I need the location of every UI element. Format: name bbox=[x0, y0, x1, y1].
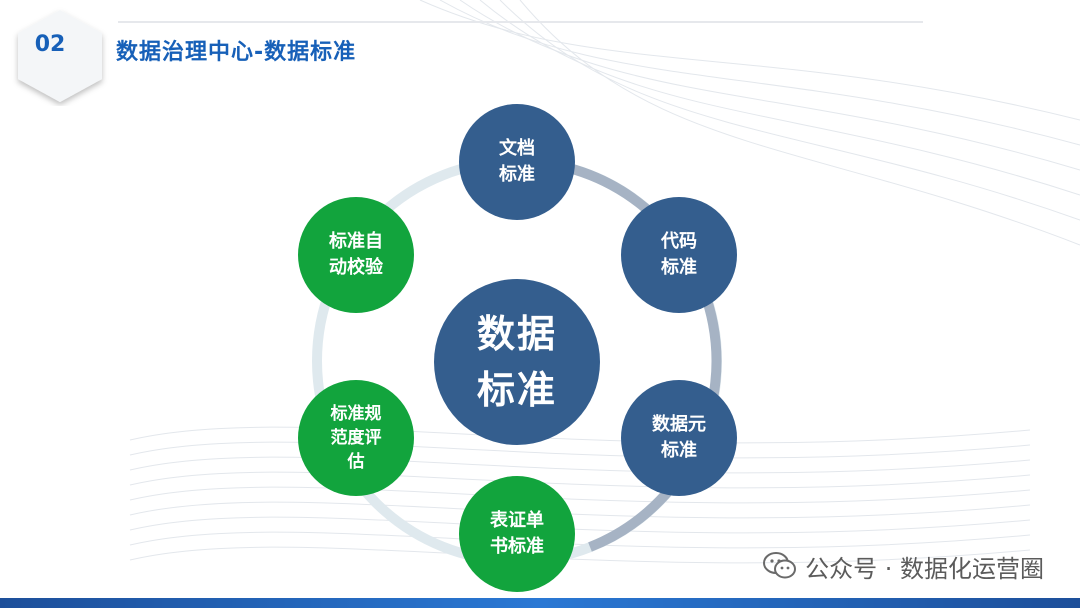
cycle-ring-blue-arc bbox=[516, 156, 722, 552]
node-label-line: 书标准 bbox=[490, 536, 544, 557]
center-label-line-2: 标准 bbox=[476, 368, 557, 412]
node-label-line: 文档 bbox=[499, 138, 535, 159]
node-code-standard: 代码 标准 bbox=[621, 197, 737, 313]
node-standard-auto-check: 标准自 动校验 bbox=[298, 197, 414, 313]
node-label-line: 估 bbox=[347, 452, 365, 472]
hexagon-badge bbox=[18, 10, 102, 102]
node-label-line: 标准 bbox=[499, 164, 535, 185]
node-document-standard: 文档 标准 bbox=[459, 104, 575, 220]
center-node: 数据 标准 bbox=[434, 279, 600, 445]
node-label-line: 标准 bbox=[661, 440, 697, 461]
node-label-line: 范度评 bbox=[330, 428, 382, 448]
node-label-line: 代码 bbox=[661, 231, 697, 252]
header-divider bbox=[118, 21, 923, 23]
node-label-line: 动校验 bbox=[329, 257, 383, 278]
node-data-element-standard: 数据元 标准 bbox=[621, 380, 737, 496]
node-form-document-standard: 表证单 书标准 bbox=[459, 476, 575, 592]
section-number: 02 bbox=[34, 32, 66, 57]
node-label-line: 标准自 bbox=[329, 231, 383, 252]
center-label-line-1: 数据 bbox=[476, 312, 557, 356]
watermark-text: 公众号 · 数据化运营圈 bbox=[805, 554, 1044, 583]
page-title: 数据治理中心-数据标准 bbox=[116, 40, 357, 65]
node-label-line: 表证单 bbox=[490, 510, 544, 531]
wechat-icon bbox=[763, 552, 797, 579]
node-standard-assessment: 标准规 范度评 估 bbox=[298, 380, 414, 496]
footer-bar bbox=[0, 598, 1080, 608]
node-label-line: 标准规 bbox=[330, 404, 382, 424]
node-label-line: 标准 bbox=[661, 257, 697, 278]
watermark: 公众号 · 数据化运营圈 bbox=[763, 552, 1044, 583]
node-label-line: 数据元 bbox=[652, 414, 706, 435]
